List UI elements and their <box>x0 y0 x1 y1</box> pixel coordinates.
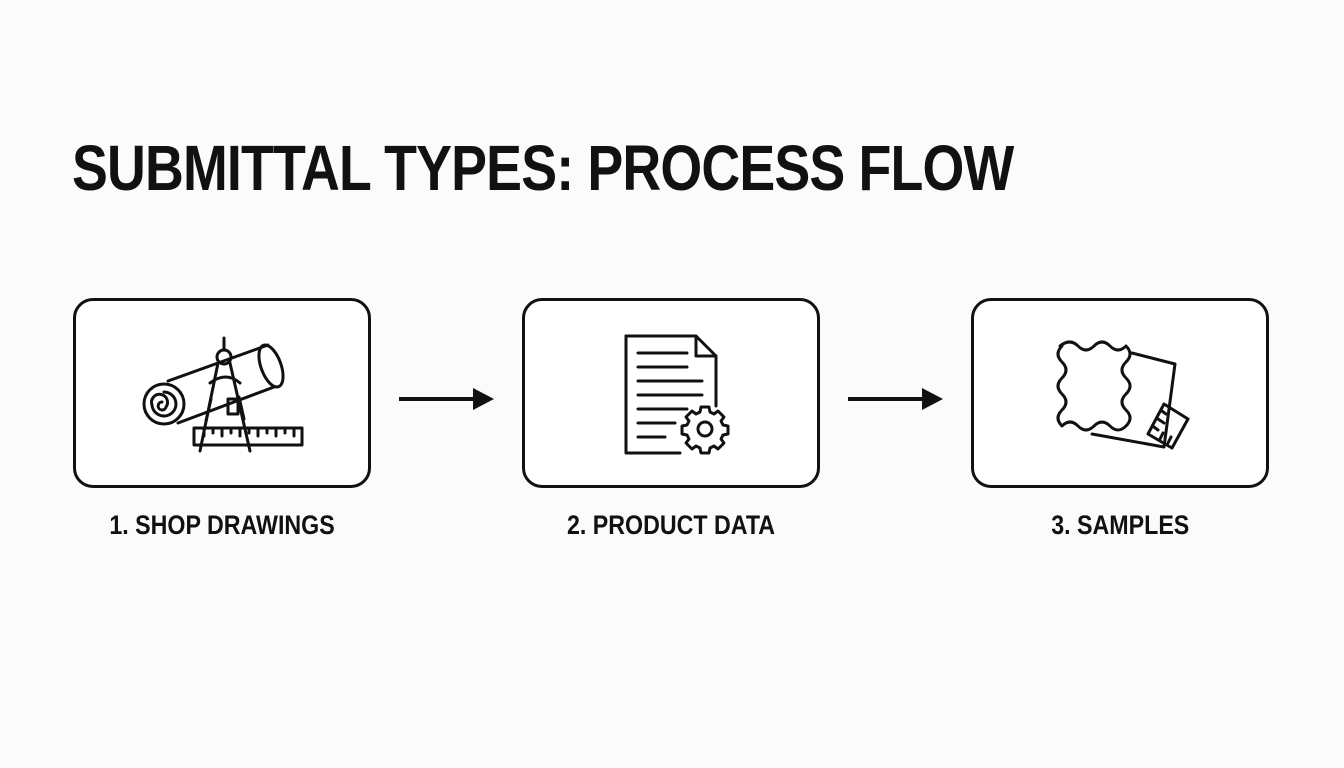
step-label-samples: 3. SAMPLES <box>1050 510 1190 540</box>
step-label-product-data: 2. PRODUCT DATA <box>566 510 776 540</box>
document-gear-icon <box>624 334 730 455</box>
arrow-right-icon <box>399 388 494 410</box>
step-box-samples <box>971 298 1269 488</box>
step-box-product-data <box>522 298 820 488</box>
diagram-title: SUBMITTAL TYPES: PROCESS FLOW <box>72 132 1014 204</box>
arrow-right-icon <box>848 388 943 410</box>
blueprint-compass-ruler-icon <box>142 336 304 453</box>
step-label-shop-drawings: 1. SHOP DRAWINGS <box>109 510 335 540</box>
step-box-shop-drawings <box>73 298 371 488</box>
fabric-swatch-tape-icon <box>1056 340 1190 450</box>
